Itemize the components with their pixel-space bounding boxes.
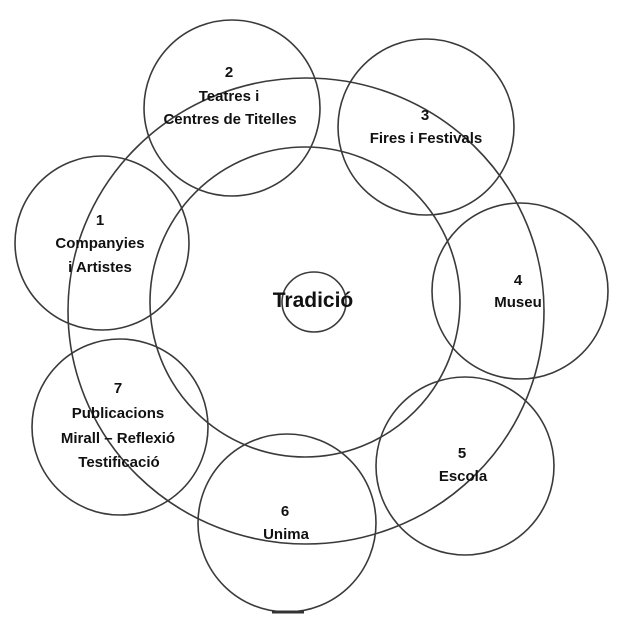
node-circle-3 [337,38,515,216]
node-2: 2 Teatres i Centres de Titelles [163,64,296,128]
node-1: 1 Companyies i Artistes [55,212,144,276]
node-number: 7 [114,380,122,397]
node-label: i Artistes [68,259,132,276]
node-label: Escola [439,468,488,485]
node-number: 5 [458,445,466,462]
outer-ring [67,77,545,545]
node-number: 2 [225,64,233,81]
node-6: 6 Unima [263,503,310,543]
node-label: Teatres i [199,88,260,105]
node-label: Fires i Festivals [370,130,483,147]
node-number: 4 [514,272,523,289]
node-label: Testificació [78,454,159,471]
node-label: Mirall – Reflexió [61,430,175,447]
node-circle-4 [431,202,609,380]
node-circle-1 [14,155,190,331]
node-circle-2 [143,19,321,197]
node-number: 3 [421,107,429,124]
node-label: Companyies [55,235,144,252]
node-label: Publicacions [72,405,165,422]
node-4: 4 Museu [494,272,542,311]
center-label: Tradició [273,289,354,312]
node-3: 3 Fires i Festivals [370,107,483,147]
node-label: Centres de Titelles [163,111,296,128]
node-number: 6 [281,503,289,520]
node-5: 5 Escola [439,445,488,485]
node-label: Unima [263,526,310,543]
node-circle-6 [197,433,377,613]
inner-ring [149,146,461,458]
node-number: 1 [96,212,104,229]
center-circle [281,271,347,333]
node-7: 7 Publicacions Mirall – Reflexió Testifi… [61,380,175,471]
node-label: Museu [494,294,542,311]
node-circle-5 [375,376,555,556]
node-circle-7 [31,338,209,516]
